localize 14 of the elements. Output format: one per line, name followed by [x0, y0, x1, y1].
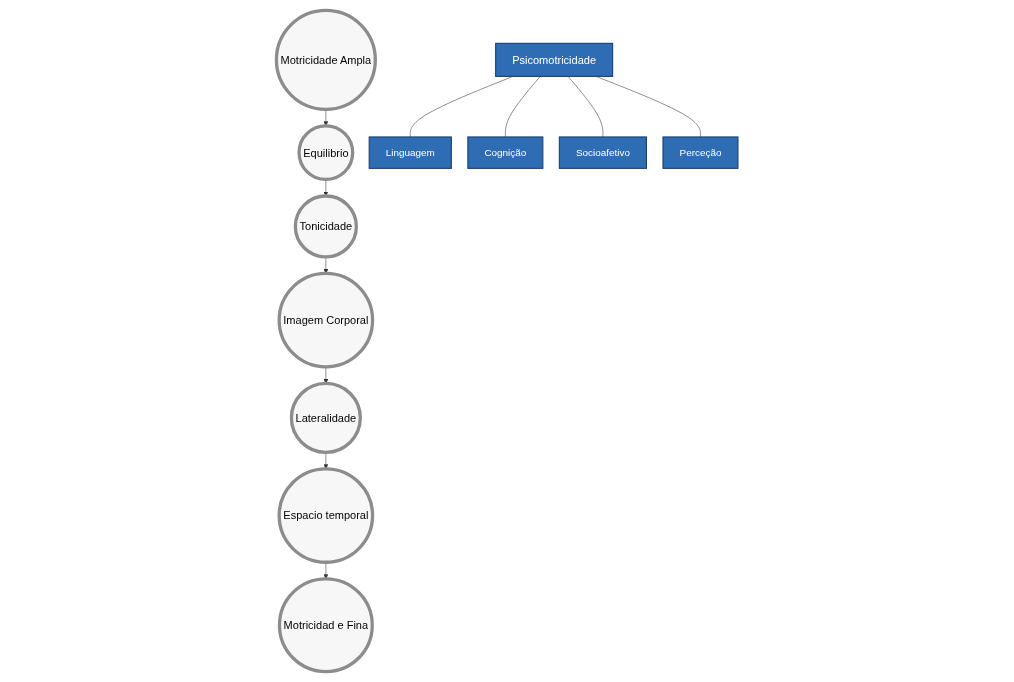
node-circle: Imagem Corporal — [277, 271, 375, 369]
node-box: Socioafetivo — [558, 136, 647, 169]
node-circle: Tonicidade — [293, 194, 358, 259]
node-box: Linguagem — [368, 136, 452, 169]
node-circle: Espacio temporal — [277, 467, 375, 564]
node-circle: Equilibrio — [297, 124, 355, 182]
node-circle: Motricidade Ampla — [274, 8, 377, 111]
connector — [567, 76, 603, 138]
node-box: Cognição — [467, 136, 544, 169]
node-box: Psicomotricidade — [494, 42, 613, 77]
connector — [504, 76, 541, 138]
node-box: Perceção — [662, 136, 739, 169]
node-circle: Lateralidade — [289, 381, 362, 454]
node-circle: Motricidad e Fina — [277, 577, 374, 674]
